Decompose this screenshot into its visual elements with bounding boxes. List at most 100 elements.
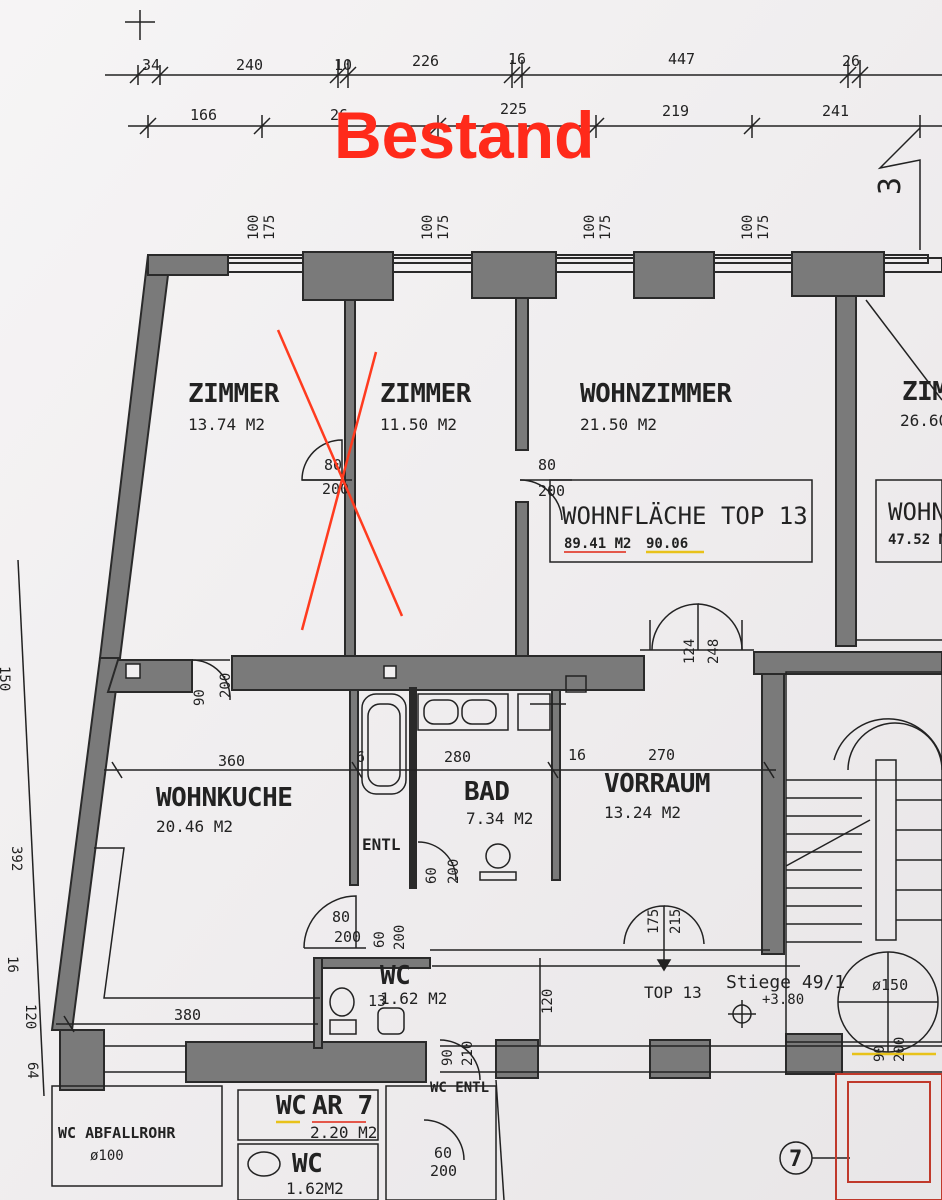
label-entl: ENTL [362, 835, 401, 854]
dim-vorraum-width: 270 [648, 746, 675, 764]
dim-bad-width: 280 [444, 748, 471, 766]
svg-text:200: 200 [218, 673, 234, 698]
svg-text:90: 90 [192, 689, 208, 706]
svg-text:100: 100 [420, 215, 436, 240]
svg-text:16: 16 [4, 956, 20, 973]
label-stiege: Stiege 49/1 [726, 972, 845, 993]
svg-text:200: 200 [322, 480, 349, 498]
dim-166: 166 [190, 106, 217, 124]
svg-text:150: 150 [0, 666, 12, 691]
svg-text:200: 200 [334, 928, 361, 946]
left-dimensions: 392 120 16 64 150 [0, 559, 45, 1097]
svg-text:175: 175 [598, 215, 614, 240]
svg-text:392: 392 [8, 846, 24, 871]
dim-34: 34 [142, 56, 160, 74]
wohnflaeche-right-title: WOHN [888, 498, 942, 526]
svg-text:90: 90 [440, 1049, 456, 1066]
svg-text:175: 175 [756, 215, 772, 240]
room-wohnkuche-name: WOHNKUCHE [156, 783, 292, 813]
wohnflaeche-title: WOHNFLÄCHE TOP 13 [562, 501, 808, 530]
thin-lines [51, 299, 942, 1200]
room-wohnkuche-area: 20.46 M2 [156, 817, 233, 836]
top-dimension-lines [105, 10, 942, 250]
dim-10: 10 [334, 56, 352, 74]
room-zimmer-2-name: ZIMMER [380, 379, 472, 409]
label-diameter: ø150 [872, 976, 908, 994]
room-zimmer-2-area: 11.50 M2 [380, 415, 457, 434]
dim-447: 447 [668, 50, 695, 68]
svg-text:100: 100 [582, 215, 598, 240]
dim-gap-a: 6 [356, 748, 365, 766]
label-stiege-level: +3.80 [762, 992, 804, 1008]
stair-mark: 3 [873, 177, 908, 195]
dim-240: 240 [236, 56, 263, 74]
svg-text:215: 215 [668, 909, 684, 934]
dim-26b: 26 [330, 106, 348, 124]
red-underlines [312, 551, 626, 1123]
room-zimmer-1-area: 13.74 M2 [188, 415, 265, 434]
svg-text:120: 120 [22, 1004, 38, 1029]
room-bad-area: 7.34 M2 [466, 809, 533, 828]
svg-text:200: 200 [892, 1037, 908, 1062]
dim-bottom-width: 380 [174, 1006, 201, 1024]
wohnflaeche-value-1: 89.41 M2 [564, 536, 631, 552]
window-dims: 100 175 100 175 100 175 100 175 [246, 215, 772, 240]
dim-wohnkuche-width: 360 [218, 752, 245, 770]
room-zimmer-right-name: ZIMM [902, 377, 942, 407]
svg-text:64: 64 [24, 1062, 40, 1079]
room-ar7-prefix: WC [276, 1091, 306, 1121]
svg-text:248: 248 [706, 639, 722, 664]
room-wc-area: 1.62 M2 [380, 989, 447, 1008]
room-wohnzimmer-area: 21.50 M2 [580, 415, 657, 434]
stair-number: 7 [789, 1147, 802, 1172]
wohnflaeche-value-2: 90.06 [646, 536, 688, 552]
svg-text:175: 175 [646, 909, 662, 934]
svg-text:13: 13 [368, 992, 386, 1010]
svg-text:200: 200 [392, 925, 408, 950]
svg-text:200: 200 [430, 1162, 457, 1180]
dim-corridor: 120 [540, 989, 556, 1014]
room-wohnzimmer-name: WOHNZIMMER [580, 379, 732, 409]
banner-title: Bestand [334, 98, 594, 172]
door-dimensions: 80 200 80 200 124 248 90 200 80 200 60 2… [192, 456, 908, 1180]
dim-219: 219 [662, 102, 689, 120]
yellow-highlights [276, 550, 936, 1124]
room-vorraum-area: 13.24 M2 [604, 803, 681, 822]
svg-text:90: 90 [872, 1045, 888, 1062]
shaft-box [835, 1073, 942, 1200]
dim-26: 26 [842, 52, 860, 70]
room-wc-name: WC [380, 961, 410, 991]
svg-text:80: 80 [538, 456, 556, 474]
dim-241: 241 [822, 102, 849, 120]
svg-text:60: 60 [372, 931, 388, 948]
svg-text:200: 200 [446, 859, 462, 884]
dim-226: 226 [412, 52, 439, 70]
room-bad-name: BAD [464, 777, 509, 807]
svg-text:80: 80 [332, 908, 350, 926]
label-wc-abfall: WC ABFALLROHR [58, 1124, 176, 1142]
svg-text:210: 210 [460, 1041, 476, 1066]
dim-225: 225 [500, 100, 527, 118]
svg-text:100: 100 [246, 215, 262, 240]
wohnflaeche-right-value: 47.52 M [888, 532, 942, 548]
label-wc-entl: WC ENTL [430, 1080, 489, 1096]
svg-text:60: 60 [424, 867, 440, 884]
dim-gap-b: 16 [568, 746, 586, 764]
svg-text:100: 100 [740, 215, 756, 240]
svg-text:200: 200 [538, 482, 565, 500]
label-wc-abfall-d: ø100 [90, 1148, 124, 1164]
room-vorraum-name: VORRAUM [604, 769, 710, 799]
room-ar7-area: 2.20 M2 [310, 1123, 377, 1142]
svg-text:175: 175 [262, 215, 278, 240]
svg-text:60: 60 [434, 1144, 452, 1162]
svg-text:124: 124 [682, 639, 698, 664]
svg-text:175: 175 [436, 215, 452, 240]
room-wc-bottom-area: 1.62M2 [286, 1179, 344, 1198]
label-top13: TOP 13 [644, 983, 702, 1002]
dim-16: 16 [508, 50, 526, 68]
red-x-mark [276, 329, 404, 631]
room-zimmer-right-area: 26.60 [900, 411, 942, 430]
room-zimmer-1-name: ZIMMER [188, 379, 280, 409]
